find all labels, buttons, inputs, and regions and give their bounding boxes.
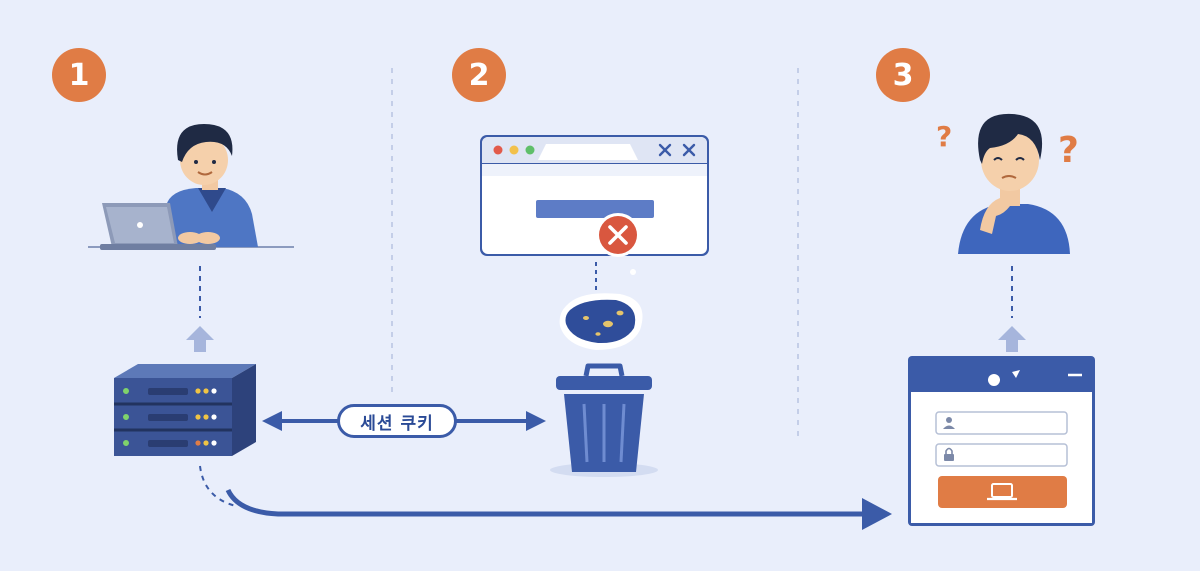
bubble-dot [630, 269, 636, 275]
redirect-arrow-head [862, 498, 892, 530]
step-1-badge: 1 [52, 48, 106, 102]
user-laptop-icon [88, 124, 294, 250]
session-cookie-label: 세션 쿠키 [337, 404, 457, 438]
user-field-icon [935, 411, 1068, 435]
up-arrow-icon [186, 326, 214, 352]
cookie-icon [559, 293, 643, 350]
question-mark-left: ? [936, 120, 952, 153]
confused-user-icon [958, 113, 1070, 254]
redirect-to-login-arrow [225, 488, 866, 517]
lock-field-icon [935, 443, 1068, 467]
question-mark-right: ? [1058, 130, 1079, 171]
error-x-icon [596, 213, 640, 257]
trash-can-icon [550, 363, 658, 477]
step-3-badge: 3 [876, 48, 930, 102]
step-2-badge: 2 [452, 48, 506, 102]
login-form-icon [908, 356, 1095, 526]
up-arrow-icon [998, 326, 1026, 352]
browser-window-icon [480, 135, 709, 256]
server-icon [114, 364, 256, 456]
server-dashed-curve [199, 465, 237, 507]
